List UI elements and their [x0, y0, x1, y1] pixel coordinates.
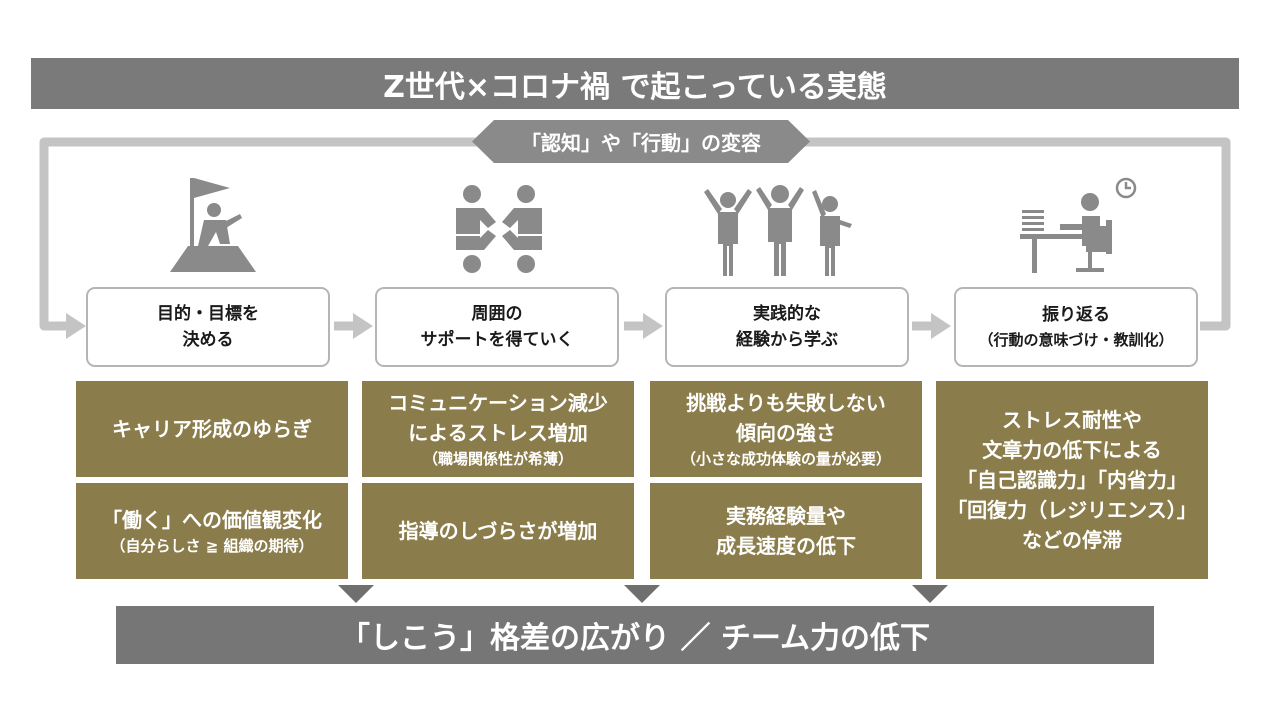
- conclusion-banner: 「しこう」格差の広がり ／ チーム力の低下: [116, 606, 1154, 664]
- step-label-line1: 振り返る: [1042, 305, 1110, 326]
- loop-label: 「認知」や「行動」の変容: [472, 120, 810, 163]
- step-label-line2: 経験から学ぶ: [736, 330, 838, 350]
- down-arrow-icon: [624, 585, 660, 603]
- issue-stagnation: ストレス耐性や 文章力の低下による 「自己認識力」「内省力」 「回復力（レジリエ…: [936, 381, 1208, 579]
- page-title: Z世代×コロナ禍 で起こっている実態: [31, 58, 1239, 109]
- step-reflection: 振り返る （行動の意味づけ・教訓化）: [954, 287, 1198, 367]
- issue-text: 挑戦よりも失敗しない: [686, 390, 886, 415]
- desk-worker-icon: [1020, 177, 1137, 273]
- issue-text: コミュニケーション減少: [388, 390, 608, 415]
- issue-text: キャリア形成のゆらぎ: [112, 417, 312, 441]
- step-label-line2: 決める: [182, 330, 234, 350]
- issue-failure-avoidance: 挑戦よりも失敗しない 傾向の強さ （小さな成功体験の量が必要）: [650, 381, 922, 477]
- issue-text: 「自己認識力」「内省力」: [957, 468, 1187, 492]
- issue-note: （自分らしさ ≧ 組織の期待）: [110, 536, 314, 555]
- issue-text: 指導のしづらさが増加: [398, 519, 598, 543]
- issue-text: 成長速度の低下: [716, 534, 856, 558]
- step-label-line1: 目的・目標を: [157, 303, 259, 324]
- step-label-line1: 実践的な: [753, 303, 821, 324]
- issue-note: （小さな成功体験の量が必要）: [680, 449, 891, 468]
- issue-career-wavering: キャリア形成のゆらぎ: [76, 381, 348, 477]
- step-practice: 実践的な 経験から学ぶ: [665, 287, 909, 367]
- issue-text: 文章力の低下による: [982, 438, 1162, 462]
- issue-communication-stress: コミュニケーション減少 によるストレス増加 （職場関係性が希薄）: [362, 381, 634, 477]
- issue-work-values: 「働く」への価値観変化 （自分らしさ ≧ 組織の期待）: [76, 483, 348, 579]
- cheering-people-icon: [704, 185, 852, 276]
- issue-text: 実務経験量や: [726, 504, 846, 528]
- down-arrow-icon: [912, 585, 948, 603]
- step-goal-setting: 目的・目標を 決める: [86, 287, 330, 367]
- issue-text: 「働く」への価値観変化: [102, 507, 322, 532]
- step-label-line2: （行動の意味づけ・教訓化）: [978, 330, 1174, 349]
- step-label-line2: サポートを得ていく: [420, 330, 574, 350]
- issue-text: 「回復力（レジリエンス）」: [947, 498, 1197, 522]
- issue-coaching-difficulty: 指導のしづらさが増加: [362, 483, 634, 579]
- issue-experience-decline: 実務経験量や 成長速度の低下: [650, 483, 922, 579]
- issue-text: 傾向の強さ: [736, 420, 836, 445]
- issue-note: （職場関係性が希薄）: [422, 449, 573, 468]
- issue-text: ストレス耐性や: [1002, 408, 1142, 432]
- goal-flag-icon: [170, 178, 256, 272]
- down-arrow-icon: [338, 585, 374, 603]
- step-support: 周囲の サポートを得ていく: [375, 287, 619, 367]
- step-label-line1: 周囲の: [471, 303, 523, 324]
- issue-text: などの停滞: [1022, 528, 1122, 552]
- issue-text: によるストレス増加: [408, 420, 588, 445]
- support-people-icon: [456, 185, 542, 273]
